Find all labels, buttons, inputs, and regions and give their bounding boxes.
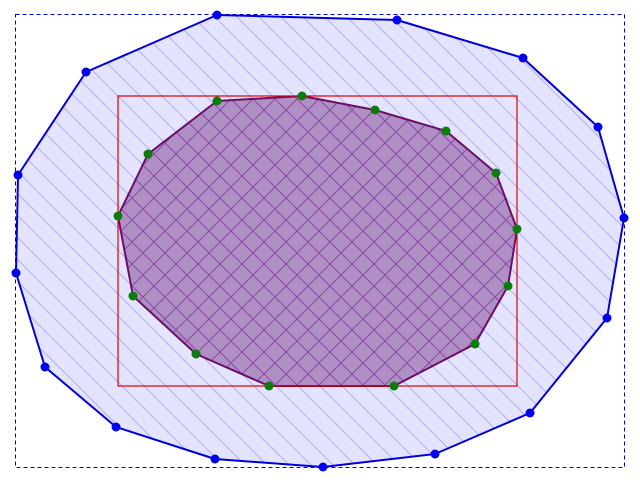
outer-vertex-0 — [212, 10, 222, 20]
inner-vertex-4 — [512, 224, 522, 234]
outer-vertex-8 — [318, 462, 328, 472]
inner-vertex-0 — [297, 91, 307, 101]
inner-vertex-5 — [503, 281, 513, 291]
inner-vertex-8 — [264, 381, 274, 391]
inner-vertex-10 — [128, 291, 138, 301]
outer-vertex-14 — [81, 67, 91, 77]
inner-vertex-6 — [470, 339, 480, 349]
inner-bounding-box — [117, 95, 518, 387]
inner-vertex-2 — [441, 126, 451, 136]
inner-vertex-13 — [212, 96, 222, 106]
inner-vertex-3 — [491, 168, 501, 178]
inner-vertex-7 — [389, 381, 399, 391]
outer-vertex-11 — [40, 362, 50, 372]
outer-vertex-4 — [619, 213, 629, 223]
inner-polygon-layer — [117, 95, 518, 387]
inner-vertex-1 — [370, 105, 380, 115]
outer-vertex-12 — [11, 268, 21, 278]
inner-vertices-layer — [113, 91, 522, 391]
outer-vertex-10 — [111, 422, 121, 432]
inner-vertex-12 — [143, 149, 153, 159]
outer-vertex-1 — [392, 15, 402, 25]
inner-bounding-box-layer — [117, 95, 518, 387]
outer-vertex-9 — [210, 454, 220, 464]
outer-vertex-3 — [593, 122, 603, 132]
inner-vertex-11 — [113, 211, 123, 221]
outer-vertex-5 — [602, 313, 612, 323]
outer-vertex-7 — [430, 449, 440, 459]
outer-vertex-2 — [518, 53, 528, 63]
inner-vertex-9 — [191, 349, 201, 359]
outer-vertex-13 — [13, 170, 23, 180]
outer-vertices-layer — [11, 10, 629, 472]
outer-vertex-6 — [525, 408, 535, 418]
